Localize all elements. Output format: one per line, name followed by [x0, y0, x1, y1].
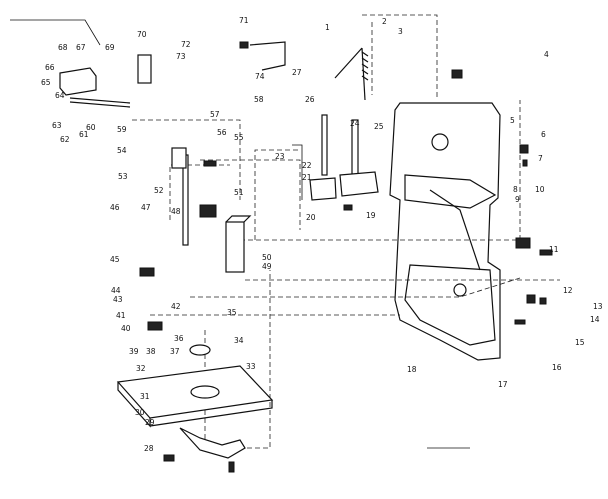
part-label-1: 1	[325, 23, 330, 32]
part-label-16: 16	[552, 363, 562, 372]
part-label-72: 72	[181, 40, 191, 49]
part-label-28: 28	[144, 444, 154, 453]
part-label-71: 71	[239, 16, 249, 25]
part-label-62: 62	[60, 135, 70, 144]
table-insert	[189, 344, 211, 356]
part-label-69: 69	[105, 43, 115, 52]
part-label-23: 23	[275, 152, 285, 161]
tension-spring-rod	[334, 47, 369, 101]
part-label-67: 67	[76, 43, 86, 52]
part-label-21: 21	[302, 173, 312, 182]
part-label-65: 65	[41, 78, 51, 87]
part-label-44: 44	[111, 286, 121, 295]
part-label-24: 24	[350, 119, 360, 128]
part-label-14: 14	[590, 315, 600, 324]
part-label-2: 2	[382, 17, 387, 26]
part-label-57: 57	[210, 110, 220, 119]
part-label-12: 12	[563, 286, 573, 295]
part-label-36: 36	[174, 334, 184, 343]
part-label-29: 29	[145, 418, 155, 427]
part-label-9: 9	[515, 195, 520, 204]
main-housing	[389, 102, 501, 361]
part-label-15: 15	[575, 338, 585, 347]
part-label-27: 27	[292, 68, 302, 77]
part-label-31: 31	[140, 392, 150, 401]
part-label-41: 41	[116, 311, 126, 320]
part-label-5: 5	[510, 116, 515, 125]
part-label-25: 25	[374, 122, 384, 131]
part-label-47: 47	[141, 203, 151, 212]
part-label-56: 56	[217, 128, 227, 137]
upper-guide-assembly	[309, 114, 379, 201]
part-label-55: 55	[234, 133, 244, 142]
part-label-37: 37	[170, 347, 180, 356]
part-label-73: 73	[176, 52, 186, 61]
part-label-40: 40	[121, 324, 131, 333]
part-label-54: 54	[117, 146, 127, 155]
hardware-parts	[139, 41, 553, 473]
part-label-52: 52	[154, 186, 164, 195]
guide-post	[171, 147, 189, 246]
part-label-45: 45	[110, 255, 120, 264]
part-label-18: 18	[407, 365, 417, 374]
leader-lines	[10, 19, 470, 449]
part-label-10: 10	[535, 185, 545, 194]
part-label-63: 63	[52, 121, 62, 130]
part-label-33: 33	[246, 362, 256, 371]
part-label-66: 66	[45, 63, 55, 72]
part-label-42: 42	[171, 302, 181, 311]
part-label-17: 17	[498, 380, 508, 389]
part-label-6: 6	[541, 130, 546, 139]
part-label-26: 26	[305, 95, 315, 104]
part-label-46: 46	[110, 203, 120, 212]
part-label-20: 20	[306, 213, 316, 222]
part-label-49: 49	[262, 262, 272, 271]
part-label-58: 58	[254, 95, 264, 104]
part-label-4: 4	[544, 50, 549, 59]
linkage-rod	[249, 41, 286, 71]
part-label-13: 13	[593, 302, 603, 311]
switch-box	[59, 67, 131, 108]
part-label-50: 50	[262, 253, 272, 262]
part-label-35: 35	[227, 308, 237, 317]
switch-plate	[137, 54, 152, 84]
part-label-51: 51	[234, 188, 244, 197]
part-label-11: 11	[549, 245, 559, 254]
part-label-39: 39	[129, 347, 139, 356]
routing-lines	[132, 14, 560, 449]
part-label-8: 8	[513, 185, 518, 194]
part-label-19: 19	[366, 211, 376, 220]
motor-frame	[225, 215, 252, 273]
part-label-64: 64	[55, 91, 65, 100]
table-trunnion	[179, 427, 246, 459]
part-label-61: 61	[79, 130, 89, 139]
part-label-32: 32	[136, 364, 146, 373]
part-label-38: 38	[146, 347, 156, 356]
part-label-22: 22	[302, 161, 312, 170]
part-label-70: 70	[137, 30, 147, 39]
part-label-30: 30	[135, 408, 145, 417]
part-label-59: 59	[117, 125, 127, 134]
part-label-48: 48	[171, 207, 181, 216]
part-label-7: 7	[538, 154, 543, 163]
part-label-43: 43	[113, 295, 123, 304]
part-label-53: 53	[118, 172, 128, 181]
part-label-74: 74	[255, 72, 265, 81]
part-label-68: 68	[58, 43, 68, 52]
part-label-34: 34	[234, 336, 244, 345]
part-label-3: 3	[398, 27, 403, 36]
part-label-60: 60	[86, 123, 96, 132]
saw-table	[116, 365, 274, 428]
